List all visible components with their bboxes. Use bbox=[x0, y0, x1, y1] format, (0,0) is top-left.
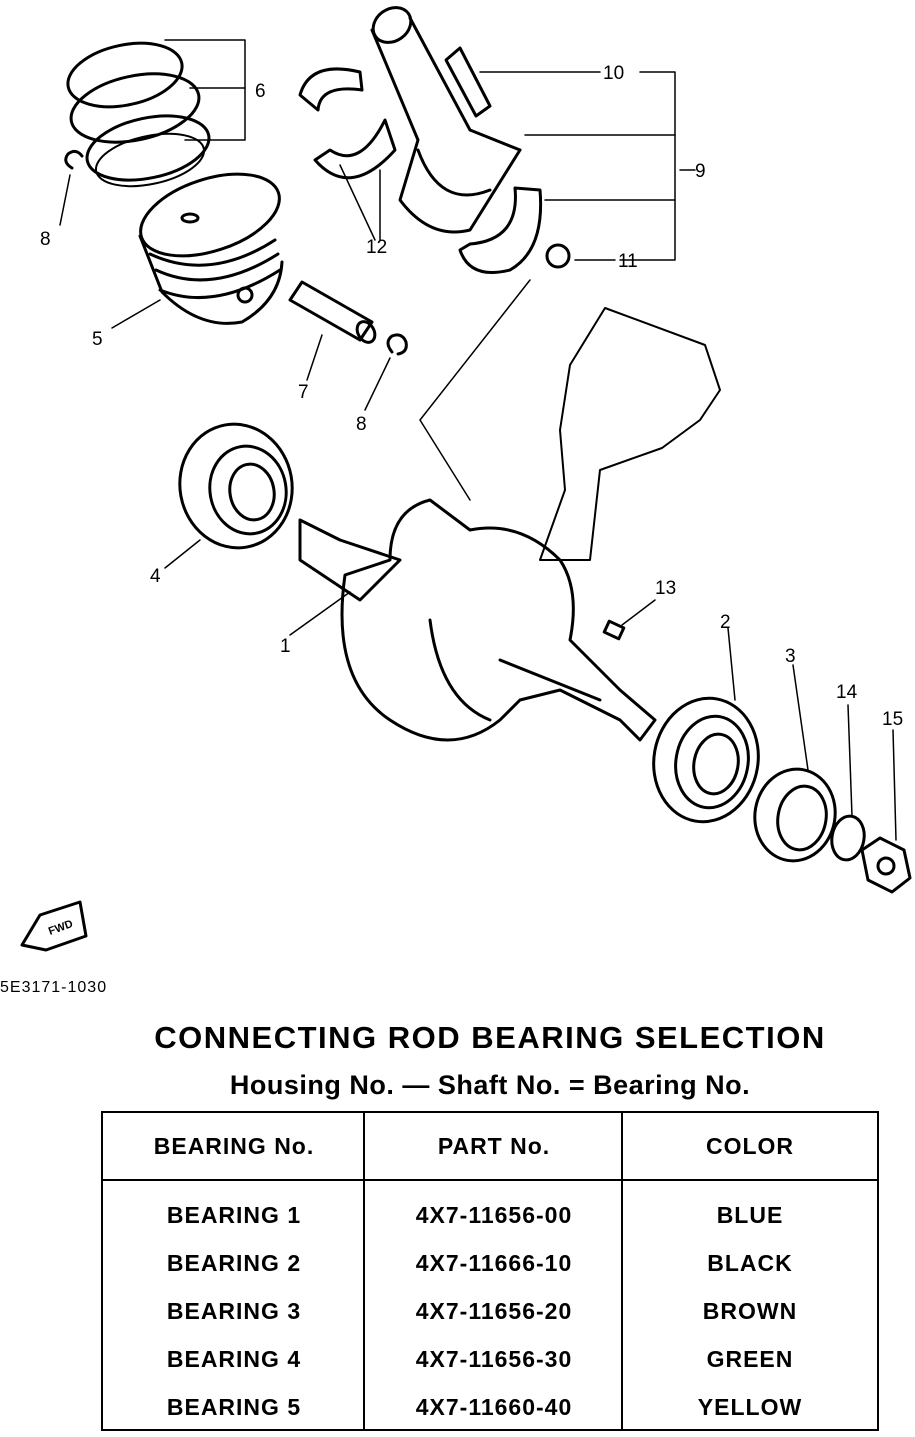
left-main-bearing bbox=[178, 422, 294, 550]
table-row: BEARING 1 4X7-11656-00 BLUE bbox=[103, 1191, 877, 1239]
leader-lines bbox=[59, 39, 897, 841]
table-row: BEARING 5 4X7-11660-40 YELLOW bbox=[103, 1383, 877, 1431]
fwd-arrow-icon bbox=[20, 900, 88, 952]
header-part-no: PART No. bbox=[437, 1133, 551, 1159]
header-color: COLOR bbox=[705, 1133, 795, 1159]
callout-12: 12 bbox=[366, 237, 387, 258]
selection-formula: Housing No. — Shaft No. = Bearing No. bbox=[229, 1070, 751, 1100]
callout-14: 14 bbox=[836, 682, 858, 703]
piston-pin bbox=[288, 280, 377, 344]
callout-8-left: 8 bbox=[40, 229, 51, 250]
cell-bearing: BEARING 2 bbox=[166, 1250, 302, 1276]
rod-nut bbox=[545, 243, 571, 269]
callout-6: 6 bbox=[255, 81, 266, 102]
cell-bearing: BEARING 5 bbox=[166, 1394, 302, 1420]
cell-color: GREEN bbox=[706, 1346, 794, 1372]
table-body: BEARING 1 4X7-11656-00 BLUE BEARING 2 4X… bbox=[103, 1181, 877, 1429]
callout-8-right: 8 bbox=[356, 414, 367, 435]
column-divider bbox=[621, 1113, 623, 1429]
crankshaft bbox=[298, 498, 657, 742]
table-header-row: BEARING No. PART No. COLOR bbox=[103, 1113, 877, 1181]
right-main-bearing bbox=[652, 696, 760, 824]
callout-3: 3 bbox=[785, 646, 796, 667]
callout-4: 4 bbox=[150, 566, 161, 587]
circlip-right bbox=[386, 333, 408, 356]
reference-code: 5E3171-1030 bbox=[0, 979, 107, 996]
woodruff-key bbox=[602, 619, 626, 641]
cell-part-no: 4X7-11666-10 bbox=[415, 1250, 573, 1276]
callout-7: 7 bbox=[298, 382, 309, 403]
circlip-left bbox=[64, 149, 84, 170]
cell-color: BLUE bbox=[716, 1202, 784, 1228]
callout-2: 2 bbox=[720, 612, 731, 633]
rod-bolt bbox=[444, 46, 492, 118]
table-row: BEARING 2 4X7-11666-10 BLACK bbox=[103, 1239, 877, 1287]
callout-1: 1 bbox=[280, 636, 291, 657]
column-divider bbox=[363, 1113, 365, 1429]
callout-5: 5 bbox=[92, 329, 103, 350]
callout-9: 9 bbox=[695, 161, 706, 182]
cell-color: BLACK bbox=[707, 1250, 793, 1276]
table-row: BEARING 3 4X7-11656-20 BROWN bbox=[103, 1287, 877, 1335]
cell-bearing: BEARING 4 bbox=[166, 1346, 302, 1372]
crankshaft-nut bbox=[860, 836, 912, 894]
bearing-selection-table: BEARING No. PART No. COLOR BEARING 1 4X7… bbox=[101, 1111, 879, 1431]
cell-color: BROWN bbox=[702, 1298, 798, 1324]
cell-bearing: BEARING 1 bbox=[166, 1202, 302, 1228]
big-end-bearing-halves bbox=[298, 67, 397, 180]
selection-title: CONNECTING ROD BEARING SELECTION bbox=[154, 1020, 826, 1055]
callout-labels: 1 2 3 4 5 6 7 8 8 9 10 11 12 13 14 15 bbox=[40, 63, 903, 730]
rod-phantom-outline bbox=[539, 307, 721, 561]
table-row: BEARING 4 4X7-11656-30 GREEN bbox=[103, 1335, 877, 1383]
callout-10: 10 bbox=[603, 63, 624, 84]
primary-gear bbox=[753, 767, 837, 863]
cell-part-no: 4X7-11656-30 bbox=[415, 1346, 573, 1372]
exploded-parts-diagram: 1 2 3 4 5 6 7 8 8 9 10 11 12 13 14 15 FW… bbox=[0, 6, 912, 996]
cell-part-no: 4X7-11656-00 bbox=[415, 1202, 573, 1228]
cell-part-no: 4X7-11656-20 bbox=[415, 1298, 573, 1324]
piston-rings bbox=[66, 41, 211, 188]
piston bbox=[138, 172, 284, 325]
fwd-label: FWD bbox=[47, 918, 75, 938]
cell-color: YELLOW bbox=[697, 1394, 803, 1420]
rod-cap bbox=[458, 186, 543, 274]
cell-part-no: 4X7-11660-40 bbox=[415, 1394, 573, 1420]
header-bearing-no: BEARING No. bbox=[153, 1133, 315, 1159]
callout-15: 15 bbox=[882, 709, 903, 730]
callout-11: 11 bbox=[618, 251, 638, 272]
callout-13: 13 bbox=[655, 578, 676, 599]
connecting-rod bbox=[370, 6, 522, 234]
cell-bearing: BEARING 3 bbox=[166, 1298, 302, 1324]
